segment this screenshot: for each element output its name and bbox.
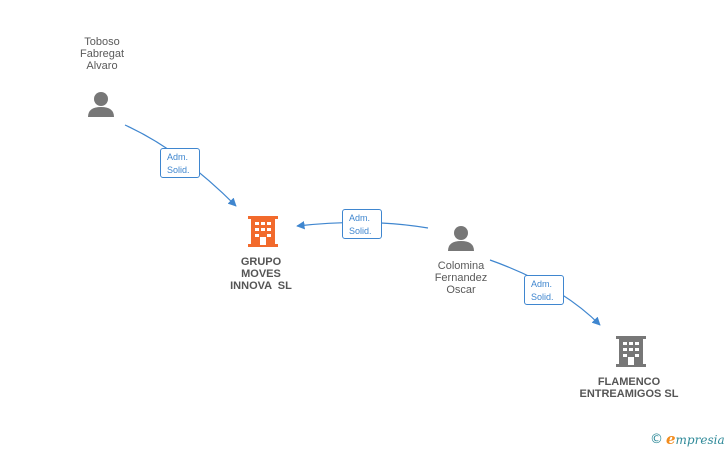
node-label-flamenco[interactable]: FLAMENCO ENTREAMIGOS SL xyxy=(568,376,690,400)
node-label-colomina[interactable]: Colomina Fernandez Oscar xyxy=(420,260,502,296)
edge-label-toboso-grupo[interactable]: Adm. Solid. xyxy=(160,148,200,178)
node-label-line: MOVES xyxy=(241,268,281,280)
building-icon[interactable] xyxy=(248,216,278,247)
node-label-line: Alvaro xyxy=(86,60,118,72)
node-label-line: Colomina xyxy=(437,260,485,272)
edge-label-line: Solid. xyxy=(349,226,372,236)
node-label-toboso[interactable]: Toboso Fabregat Alvaro xyxy=(62,36,142,72)
person-icon[interactable] xyxy=(88,92,114,117)
edge-label-line: Adm. xyxy=(167,152,189,162)
brand-logo-initial: e xyxy=(666,430,676,448)
person-icon[interactable] xyxy=(448,226,474,251)
node-label-line: Toboso xyxy=(84,36,120,48)
edge-label-line: Solid. xyxy=(531,292,554,302)
node-label-line: INNOVA SL xyxy=(230,280,292,292)
brand-logo[interactable]: empresia xyxy=(666,430,725,448)
node-label-grupo[interactable]: GRUPO MOVES INNOVA SL xyxy=(211,256,311,292)
edge-label-colomina-grupo[interactable]: Adm. Solid. xyxy=(342,209,382,239)
brand-logo-text: mpresia xyxy=(675,433,725,447)
node-label-line: Fernandez xyxy=(434,272,488,284)
edge-label-line: Adm. xyxy=(531,279,553,289)
node-label-line: Fabregat xyxy=(79,48,125,60)
edge-label-line: Solid. xyxy=(167,165,190,175)
edge-label-line: Adm. xyxy=(349,213,371,223)
node-label-line: FLAMENCO xyxy=(597,376,661,388)
copyright-icon: © xyxy=(650,431,663,447)
node-label-line: GRUPO xyxy=(240,256,282,268)
edge-label-colomina-flamenco[interactable]: Adm. Solid. xyxy=(524,275,564,305)
building-icon[interactable] xyxy=(616,336,646,367)
node-label-line: Oscar xyxy=(446,284,476,296)
footer-brand: © empresia xyxy=(650,430,725,448)
node-label-line: ENTREAMIGOS SL xyxy=(579,388,679,400)
